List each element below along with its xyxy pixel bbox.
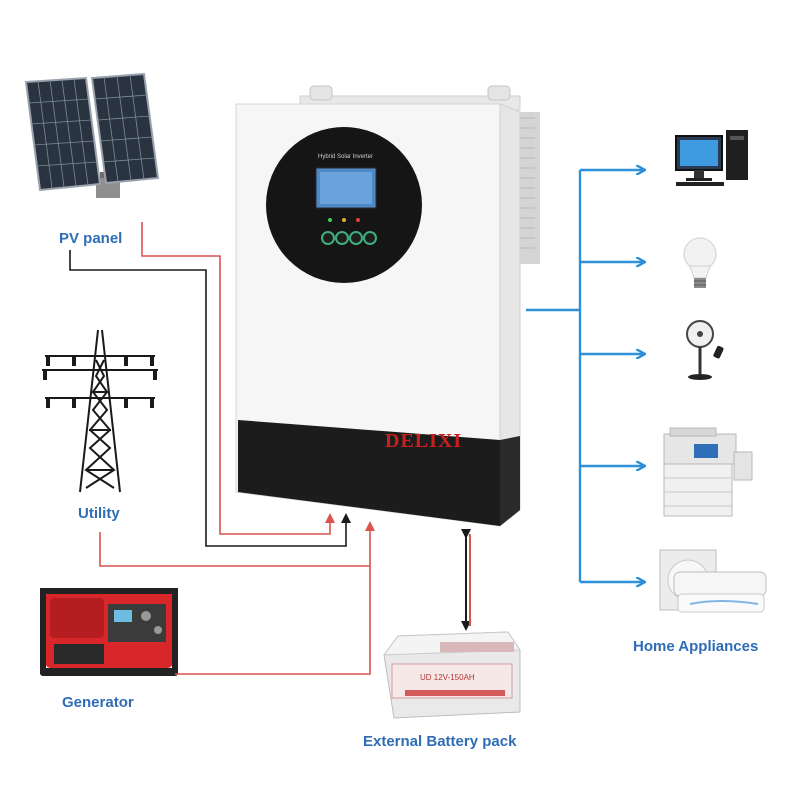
battery-print: UD 12V-150AH (420, 673, 475, 682)
pv-panel-label: PV panel (59, 230, 123, 247)
light-bulb-icon (683, 237, 717, 288)
generator-icon (40, 588, 178, 676)
battery-icon: UD 12V-150AH (382, 631, 521, 719)
solar-panel-icon (24, 72, 160, 198)
output-lines (526, 170, 644, 582)
printer-icon (663, 427, 753, 517)
utility-line (99, 521, 375, 567)
appliances-label: Home Appliances (633, 638, 759, 655)
computer-icon (675, 130, 748, 186)
pv-line (141, 222, 335, 535)
utility-label: Utility (78, 505, 120, 522)
status-led-1 (328, 218, 332, 222)
display-title: Hybrid Solar Inverter (318, 154, 373, 160)
power-tower-icon (42, 329, 158, 493)
control-button-1[interactable] (321, 231, 335, 245)
fan-icon (686, 320, 724, 380)
generator-line (175, 566, 371, 675)
inverter-unit: DELIXI Hybrid Solar Inverter (235, 85, 540, 528)
control-button-3[interactable] (349, 231, 363, 245)
input-lines (69, 222, 375, 675)
air-conditioner-icon (659, 549, 767, 613)
control-button-4[interactable] (363, 231, 377, 245)
pv-dc-line (69, 250, 351, 547)
status-led-3 (356, 218, 360, 222)
battery-link (461, 529, 471, 631)
control-button-2[interactable] (335, 231, 349, 245)
status-led-2 (342, 218, 346, 222)
battery-label: External Battery pack (363, 733, 517, 750)
brand-logo: DELIXI (385, 430, 462, 452)
generator-label: Generator (62, 694, 134, 711)
